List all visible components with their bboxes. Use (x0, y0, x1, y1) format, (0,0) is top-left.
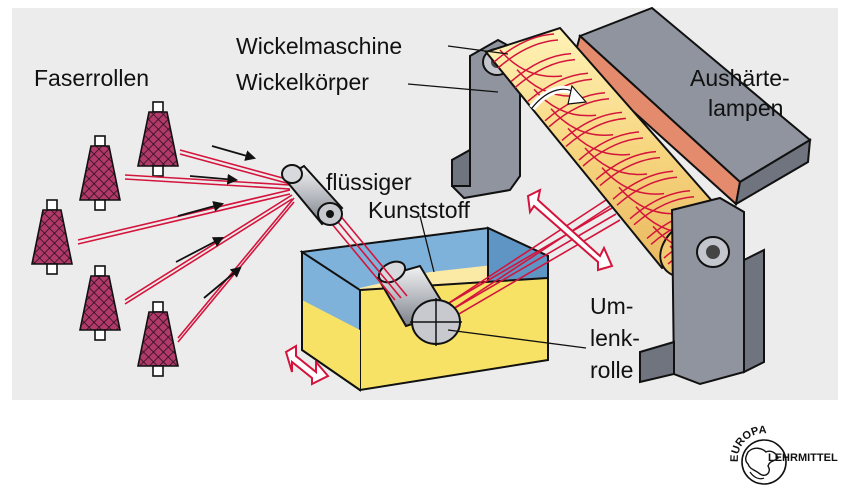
label-deflection-roller-line1: Um- (590, 293, 633, 319)
tank-double-arrow (284, 344, 330, 386)
globe-icon (741, 439, 787, 485)
deflection-roller (410, 298, 462, 346)
fiber-spool (79, 265, 121, 341)
label-winding-body: Wickelkörper (236, 69, 369, 95)
fiber-spool (31, 199, 73, 275)
label-deflection-roller-line3: rolle (590, 357, 633, 383)
logo-right-text: LEHRMITTEL (768, 452, 838, 464)
label-liquid-resin-line2: Kunststoff (368, 197, 470, 223)
fibers-to-guide (77, 149, 295, 343)
label-winding-machine: Wickelmaschine (236, 33, 402, 59)
feed-direction-arrows (175, 145, 257, 299)
label-liquid-resin-line1: flüssiger (326, 169, 412, 195)
europa-lehrmittel-logo: EUROPA LEHRMITTEL (729, 424, 838, 485)
guide-roller (281, 164, 344, 226)
label-curing-lamps-line2: lampen (708, 95, 783, 121)
label-curing-lamps-line1: Aushärte- (690, 65, 790, 91)
fiber-spool (137, 301, 179, 377)
carriage-double-arrow (526, 188, 614, 272)
fiber-spool (79, 135, 121, 211)
label-deflection-roller-line2: lenk- (590, 325, 640, 351)
label-fiber-rolls: Faserrollen (34, 65, 149, 91)
leader-lines (407, 45, 587, 349)
fibers-through-resin (321, 199, 621, 333)
fiber-spool (137, 101, 179, 177)
globe-continents (745, 447, 779, 476)
movement-arrows (284, 188, 614, 386)
winding-machine (451, 6, 812, 386)
fiber-spools (31, 101, 179, 377)
